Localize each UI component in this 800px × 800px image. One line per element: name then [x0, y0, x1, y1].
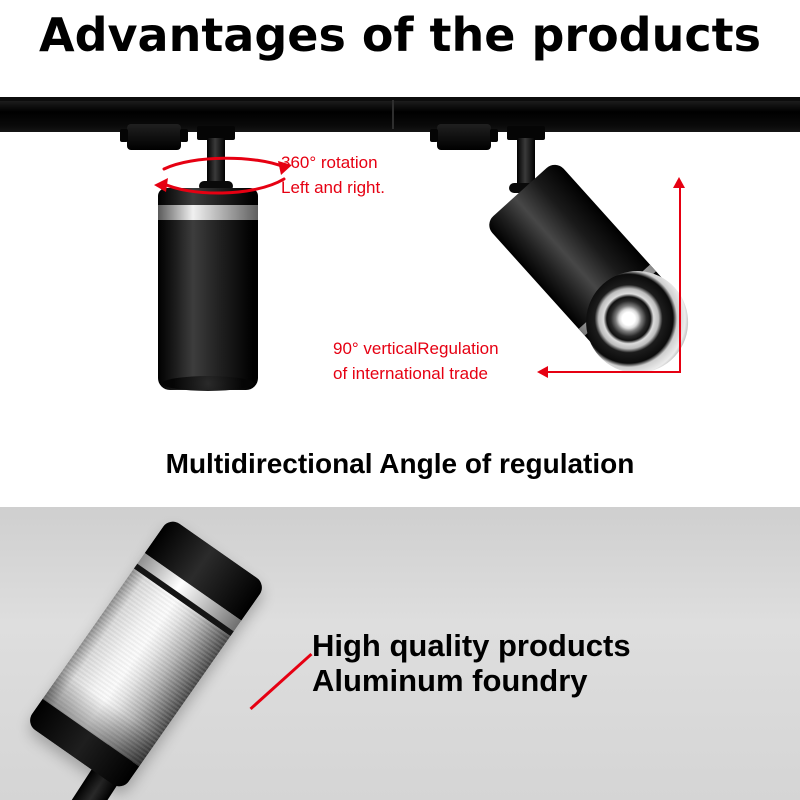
spotlight-tilted-mount — [507, 126, 545, 140]
spotlight-vertical-stem — [207, 138, 225, 188]
regulation-caption: Multidirectional Angle of regulation — [165, 448, 635, 479]
track-rail — [0, 97, 800, 132]
spotlight-vertical-silver-band — [158, 205, 258, 220]
tilt-annotation: 90° verticalRegulation of international … — [333, 336, 499, 386]
measure-line-vertical — [679, 186, 681, 373]
quality-caption-line2: Aluminum foundry — [312, 663, 588, 698]
spotlight-tilted-stem — [517, 138, 535, 190]
track-connector-right — [430, 124, 498, 150]
spotlight-vertical-bottom-face — [162, 376, 254, 391]
spotlight-vertical-mount — [197, 126, 235, 140]
track-seam — [392, 100, 394, 129]
rotation-arrows-icon — [154, 156, 292, 195]
page-title: Advantages of the products — [39, 8, 761, 62]
quality-caption-line1: High quality products — [312, 628, 631, 663]
rotation-annotation-line1: 360° rotation — [281, 153, 378, 172]
rotation-annotation: 360° rotation Left and right. — [281, 150, 385, 200]
spotlight-vertical-body — [158, 188, 258, 390]
spotlight-vertical-joint — [199, 181, 233, 191]
rotation-annotation-line2: Left and right. — [281, 178, 385, 197]
tilt-annotation-line2: of international trade — [333, 364, 488, 383]
measure-line-horizontal — [546, 371, 681, 373]
quality-caption: High quality products Aluminum foundry — [312, 628, 631, 698]
track-connector-left — [120, 124, 188, 150]
tilt-annotation-line1: 90° verticalRegulation — [333, 339, 499, 358]
arrow-up-icon — [673, 177, 685, 188]
arrow-left-icon — [537, 366, 548, 378]
